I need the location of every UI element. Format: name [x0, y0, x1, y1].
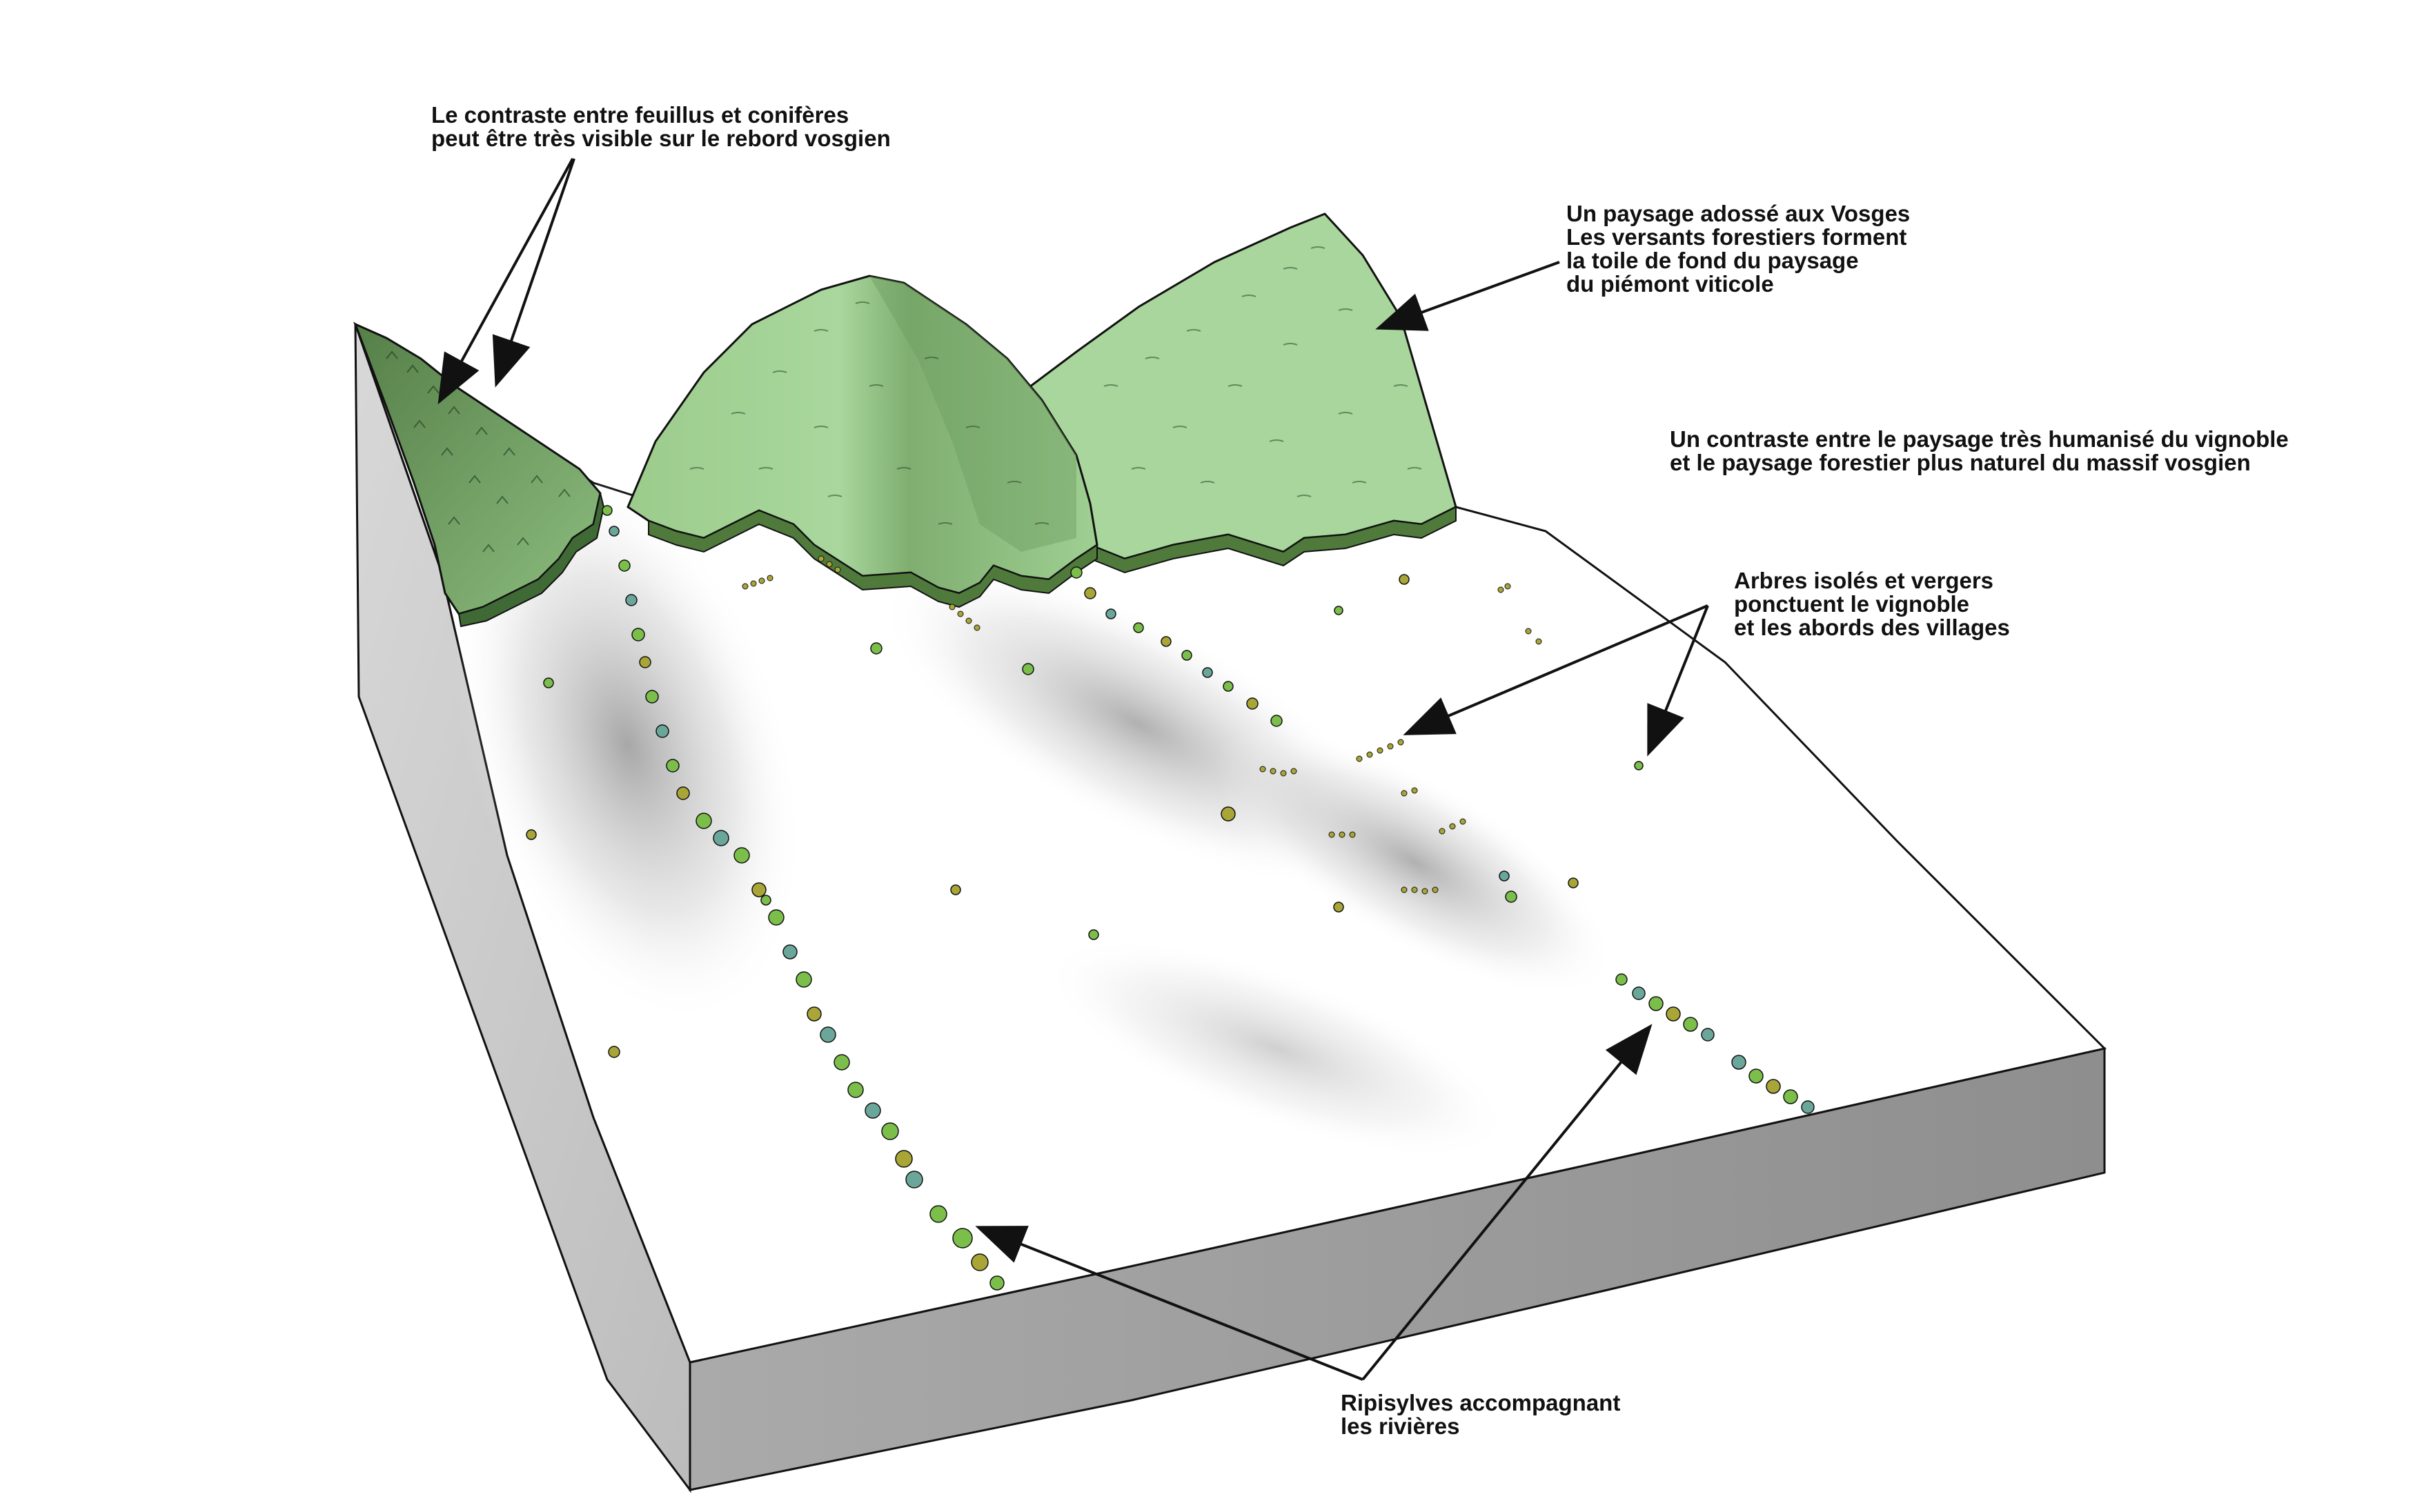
callout-arrows: [437, 158, 1709, 1381]
arrow-orchards-2: [1647, 605, 1709, 757]
annotation-vosges-line1: Un paysage adossé aux Vosges: [1566, 201, 1911, 226]
annotation-conifers: Le contraste entre feuillus et conifères…: [431, 103, 891, 150]
riparian-trees-center-river: [1070, 566, 1283, 727]
mountain-center-rim: [648, 509, 1098, 608]
isolated-trees: [526, 574, 1644, 1058]
valley-shadow-left: [452, 465, 804, 1025]
annotation-orchards: Arbres isolés et vergers ponctuent le vi…: [1734, 569, 2010, 639]
annotation-contrast: Un contraste entre le paysage très human…: [1670, 428, 2289, 475]
annotation-riparian-line1: Ripisylves accompagnant: [1341, 1390, 1621, 1415]
annotation-contrast-line2: et le paysage forestier plus naturel du …: [1670, 450, 2251, 475]
conifer-texture: [386, 350, 571, 553]
annotation-riparian-line2: les rivières: [1341, 1413, 1460, 1439]
mountain-texture: [689, 246, 1422, 525]
arrow-riparian-2: [1361, 1024, 1653, 1381]
annotation-conifers-line2: peut être très visible sur le rebord vos…: [431, 126, 891, 151]
arrow-riparian-1: [975, 1226, 1363, 1381]
annotation-contrast-line1: Un contraste entre le paysage très human…: [1670, 426, 2289, 452]
arrow-conifers-2: [492, 158, 575, 388]
annotation-vosges: Un paysage adossé aux Vosges Les versant…: [1566, 202, 1910, 296]
annotation-orchards-line2: ponctuent le vignoble: [1734, 591, 1970, 617]
mountain-center-shading: [869, 276, 1076, 552]
mountain-right-rim: [1062, 506, 1457, 574]
arrow-vosges: [1375, 261, 1560, 331]
arrow-conifers-1: [437, 158, 574, 405]
riparian-trees-right-river: [1615, 973, 1815, 1114]
arrow-orchards-1: [1403, 604, 1708, 735]
annotation-riparian: Ripisylves accompagnant les rivières: [1341, 1391, 1620, 1438]
riparian-trees-left-river: [602, 505, 1005, 1291]
annotation-orchards-line1: Arbres isolés et vergers: [1734, 568, 1994, 593]
valley-shadow-right: [1212, 728, 1617, 997]
annotation-conifers-line1: Le contraste entre feuillus et conifères: [431, 102, 849, 128]
annotation-orchards-line3: et les abords des villages: [1734, 615, 2010, 640]
annotation-vosges-line4: du piémont viticole: [1566, 271, 1774, 297]
valley-shadow-front: [1041, 937, 1512, 1160]
annotation-vosges-line2: Les versants forestiers forment: [1566, 224, 1907, 250]
orchards: [742, 555, 1542, 895]
annotation-vosges-line3: la toile de fond du paysage: [1566, 248, 1859, 273]
